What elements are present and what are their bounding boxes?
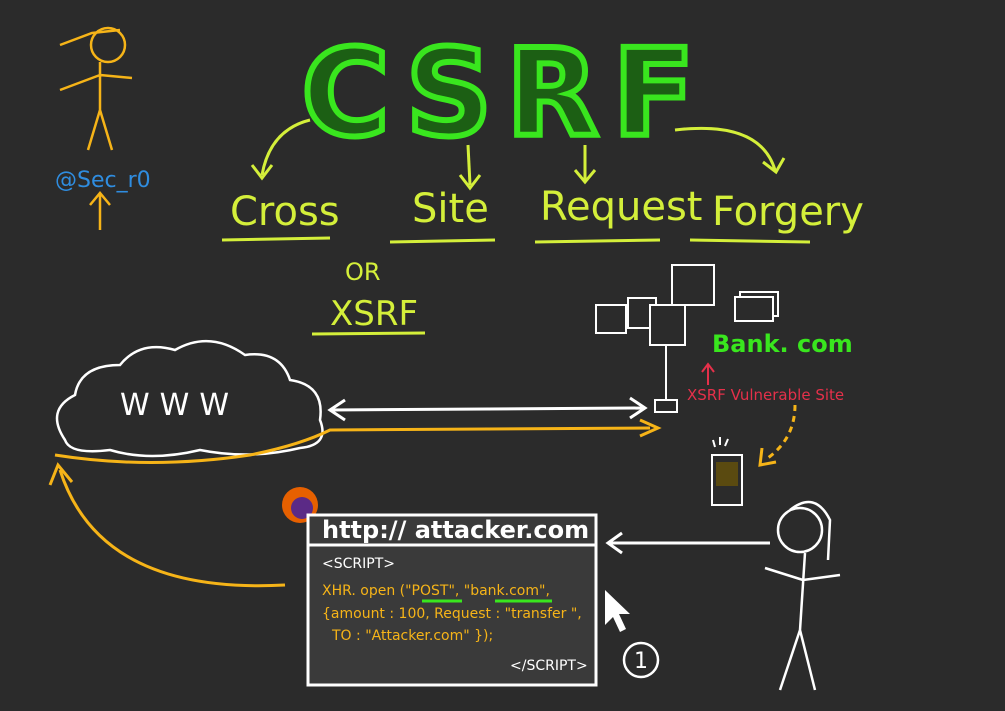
cloud-underline (54, 426, 651, 464)
www-label: WWW (120, 388, 239, 423)
phone-icon (711, 437, 743, 506)
attacker-arrow (605, 531, 770, 555)
xsrf-label: XSRF (330, 294, 418, 334)
author-figure (59, 26, 133, 230)
step-number: 1 (634, 649, 648, 674)
step-badge (622, 641, 660, 679)
return-arrow (58, 469, 286, 588)
or-label: OR (345, 258, 381, 286)
www-cloud (55, 339, 324, 458)
word-site: Site (412, 186, 489, 232)
title-arrows (250, 118, 786, 191)
code-line: <SCRIPT> (322, 556, 395, 572)
word-cross: Cross (230, 189, 340, 235)
code-line: </SCRIPT> (510, 658, 588, 674)
vulnerable-label: XSRF Vulnerable Site (687, 386, 844, 404)
word-request: Request (540, 184, 702, 230)
word-forgery: Forgery (712, 189, 864, 235)
author-handle: @Sec_r0 (55, 168, 151, 193)
code-line: TO : "Attacker.com" }); (331, 628, 493, 644)
bidirectional-arrow (327, 396, 648, 422)
browser-url[interactable]: http:// attacker.com (322, 516, 589, 544)
attacker-figure (764, 500, 841, 691)
code-line: {amount : 100, Request : "transfer ", (322, 606, 582, 622)
code-line: XHR. open ("POST", "bank.com", (322, 583, 550, 599)
bank-label: Bank. com (712, 330, 853, 358)
cursor-icon (605, 590, 630, 632)
underlines (221, 236, 811, 336)
bank-servers (595, 264, 779, 413)
title: CSRF (301, 25, 708, 164)
